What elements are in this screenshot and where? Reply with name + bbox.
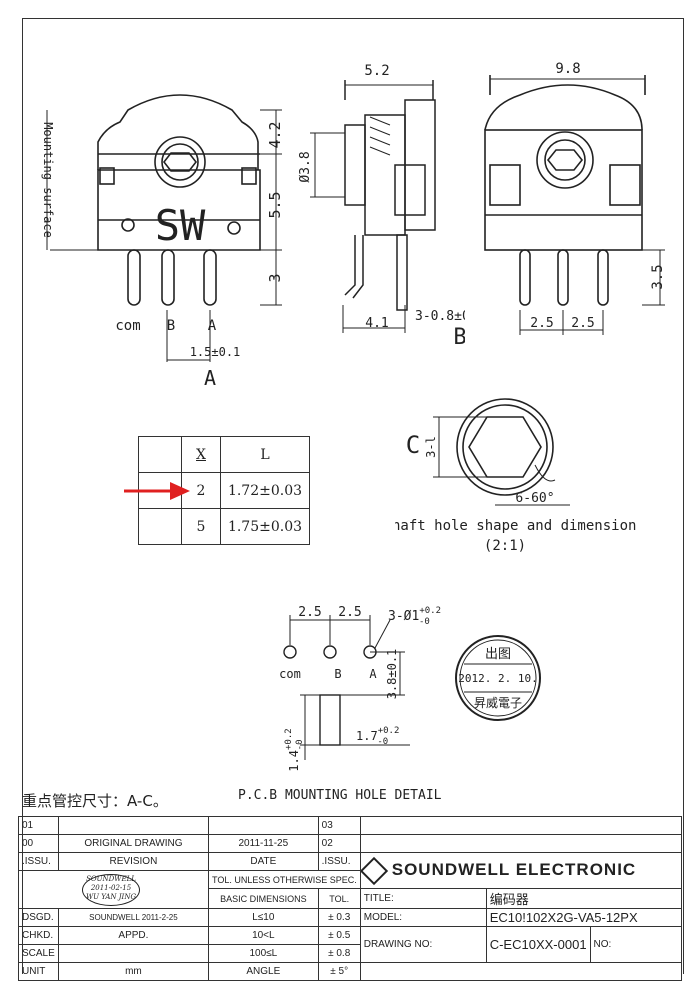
stamp-date: 2012. 2. 10. bbox=[458, 672, 537, 685]
pcb-pin-a: A bbox=[369, 667, 377, 681]
xl-header-x: X bbox=[181, 436, 221, 473]
dim-pin-len: 3.5 bbox=[650, 264, 666, 289]
rev-issue-1: 01 bbox=[18, 816, 59, 835]
drawing-frame bbox=[22, 18, 684, 974]
logo-text: SW bbox=[155, 201, 206, 250]
dim-top: 4.2 bbox=[266, 121, 284, 148]
rev-desc-2: ORIGINAL DRAWING bbox=[57, 834, 210, 853]
tol-row-1-tol: ± 0.3 bbox=[317, 908, 361, 927]
front-view: SW 4.2 5.5 3 Mounting surface com B A 1.… bbox=[41, 94, 284, 390]
dim-foot: 4.1 bbox=[365, 316, 388, 331]
rev-issue-r2: 02 bbox=[317, 834, 361, 853]
pin-b: B bbox=[167, 318, 175, 334]
dim-pitch: 1.5±0.1 bbox=[190, 345, 241, 359]
pcb-pad-height-label: 1.4+0.2-0 bbox=[284, 728, 305, 771]
dim-back-pitch-1: 2.5 bbox=[530, 316, 553, 331]
unit-value: mm bbox=[57, 962, 210, 981]
tol-row-3-tol: ± 0.8 bbox=[317, 944, 361, 963]
mounting-surface-label: Mounting surface bbox=[41, 122, 55, 238]
pin-a: A bbox=[208, 318, 217, 334]
tol-label: TOL. bbox=[317, 888, 361, 909]
soundwell-logo-icon bbox=[361, 856, 388, 885]
no-label: NO: bbox=[589, 926, 683, 963]
xl-row-2-x: 5 bbox=[181, 508, 221, 545]
pcb-pitch-1: 2.5 bbox=[298, 605, 321, 620]
drawing-value: C-EC10XX-0001 bbox=[485, 926, 591, 963]
shaft-detail: C 3-l 6-60° Shaft hole shape and dimensi… bbox=[395, 398, 636, 554]
tol-row-2-tol: ± 0.5 bbox=[317, 926, 361, 945]
dim-bottom: 3 bbox=[266, 273, 284, 282]
title-value: 编码器 bbox=[485, 888, 683, 909]
pcb-detail: 2.5 2.5 3-Ø1+0.2-0 com B A 3.8±0.1 1.7+0… bbox=[279, 605, 441, 772]
tol-header: TOL. UNLESS OTHERWISE SPEC. bbox=[208, 870, 361, 889]
shaft-caption: Shaft hole shape and dimension bbox=[395, 518, 636, 534]
rev-desc-hdr: REVISION bbox=[57, 852, 210, 871]
chkd-label: CHKD. bbox=[18, 926, 59, 945]
dim-middle: 5.5 bbox=[266, 191, 284, 218]
rev-issue-2: 00 bbox=[18, 834, 59, 853]
tol-row-4-tol: ± 5° bbox=[317, 962, 361, 981]
pcb-pad-width-label: 1.7+0.2-0 bbox=[356, 726, 399, 747]
side-view: 5.2 Ø3.8 4.1 3-0.8±0.1 B bbox=[298, 63, 465, 350]
dim-back-width: 9.8 bbox=[555, 61, 580, 77]
rev-date-2: 2011-11-25 bbox=[208, 834, 319, 853]
unit-label: UNIT bbox=[18, 962, 59, 981]
tol-row-2-dim: 10<L bbox=[208, 926, 319, 945]
stamp-bottom: 昇威電子 bbox=[474, 696, 522, 710]
back-view: 9.8 3.5 2.5 2.5 bbox=[484, 61, 666, 335]
view-letter-a: A bbox=[204, 366, 216, 390]
approved-stamp: SOUNDWELL 2011-2-25 bbox=[57, 908, 210, 927]
rev-issue-r1: 03 bbox=[317, 816, 361, 835]
red-arrow-icon bbox=[124, 482, 190, 500]
title-label: TITLE: bbox=[359, 888, 487, 909]
letter-c: C bbox=[406, 431, 420, 459]
xl-table: X L 2 1.72±0.03 5 1.75±0.03 bbox=[138, 436, 310, 545]
pcb-pin-com: com bbox=[279, 667, 301, 681]
xl-row-2-l: 1.75±0.03 bbox=[220, 508, 310, 545]
rev-date-hdr: DATE bbox=[208, 852, 319, 871]
basic-dims-label: BASIC DIMENSIONS bbox=[208, 888, 319, 909]
pin-com: com bbox=[115, 318, 140, 334]
model-label: MODEL: bbox=[359, 908, 487, 927]
rev-issue-hdr: .ISSU. bbox=[18, 852, 59, 871]
scale-label: SCALE bbox=[18, 944, 59, 963]
view-letter-b: B bbox=[453, 325, 465, 350]
title-block: 01 03 00 ORIGINAL DRAWING 2011-11-25 02 … bbox=[17, 816, 683, 981]
rev-date-1 bbox=[208, 816, 319, 835]
pcb-title: P.C.B MOUNTING HOLE DETAIL bbox=[238, 788, 442, 803]
model-value: EC10!102X2G-VA5-12PX bbox=[485, 908, 683, 927]
rev-desc-1 bbox=[57, 816, 210, 835]
drawing-label: DRAWING NO: bbox=[359, 926, 487, 963]
control-note: 重点管控尺寸：A-C。 bbox=[22, 792, 168, 810]
tol-row-3-dim: 100≤L bbox=[208, 944, 319, 963]
dim-width: 5.2 bbox=[364, 63, 389, 79]
pcb-pin-b: B bbox=[334, 667, 341, 681]
xl-row-1-l: 1.72±0.03 bbox=[220, 472, 310, 509]
dsgd-label: DSGD. bbox=[18, 908, 59, 927]
company-name: SOUNDWELL ELECTRONIC bbox=[359, 852, 683, 889]
dim-diameter: Ø3.8 bbox=[298, 151, 313, 182]
xl-header-l: L bbox=[220, 436, 310, 473]
appd-label: APPD. bbox=[57, 926, 210, 945]
dim-angle: 6-60° bbox=[515, 491, 554, 506]
stamp-top: 出图 bbox=[485, 647, 511, 662]
tol-row-4-dim: ANGLE bbox=[208, 962, 319, 981]
dim-back-pitch-2: 2.5 bbox=[571, 316, 594, 331]
tol-row-1-dim: L≤10 bbox=[208, 908, 319, 927]
shaft-scale: (2:1) bbox=[484, 538, 526, 554]
dim-holes: 3-0.8±0.1 bbox=[415, 309, 465, 324]
dim-flat: 3-l bbox=[424, 436, 438, 458]
pcb-pitch-2: 2.5 bbox=[338, 605, 361, 620]
rev-issue-r-hdr: .ISSU. bbox=[317, 852, 361, 871]
pcb-holes-label: 3-Ø1+0.2-0 bbox=[388, 606, 441, 627]
release-stamp: 出图 2012. 2. 10. 昇威電子 bbox=[455, 635, 541, 721]
pcb-pad-offset: 3.8±0.1 bbox=[385, 649, 399, 700]
